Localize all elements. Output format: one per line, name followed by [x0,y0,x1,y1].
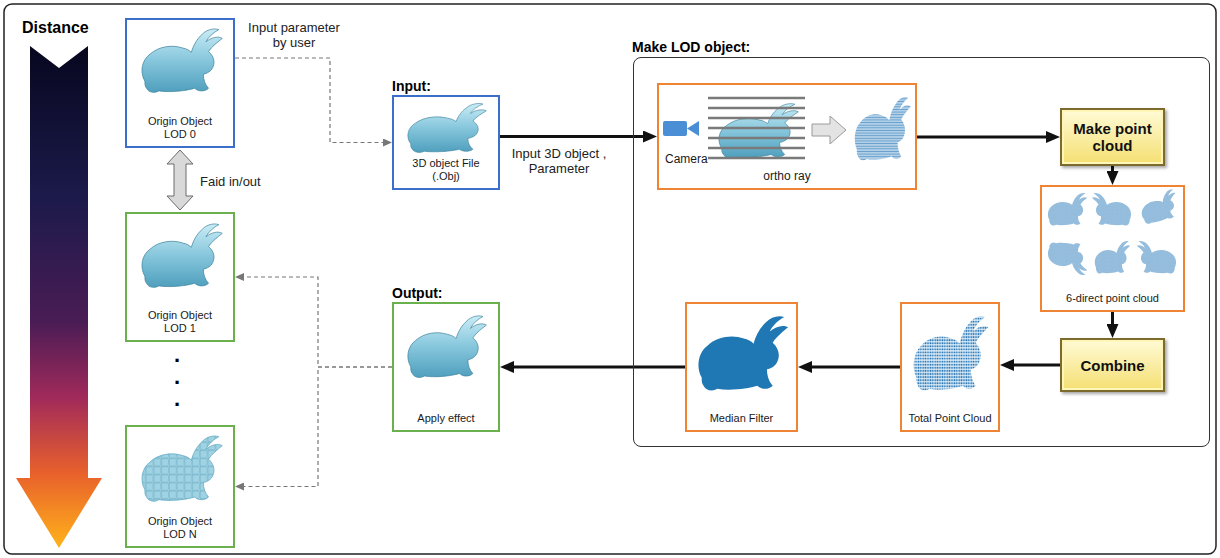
edge-label: Faid in/out [198,174,263,189]
box-label: Combine [1080,357,1144,374]
box-label: 6-direct point cloud [1066,292,1159,305]
ortho-ray-box: Camera ortho ray [657,83,917,190]
voxel-bunny [142,436,222,501]
outer-frame [4,4,1216,554]
flow-arrow [500,135,643,138]
edge-label: Input 3D object , Parameter [503,146,615,176]
point-cloud-box: Total Point Cloud [900,302,1000,432]
point-cloud-box: 6-direct point cloud [1040,185,1185,312]
bunny-figure [408,104,486,153]
box-label: Camera [665,152,708,166]
ellipsis-dot: . [174,390,180,408]
edge-label: Input parameter by user [244,20,344,50]
box-label: Origin Object LOD 1 [138,309,222,335]
process-step: Combine [1060,338,1165,392]
bunny-figure [142,29,222,92]
heading: Output: [392,285,443,301]
step-arrow [812,116,846,144]
ortho-ray-figure [663,97,911,160]
ellipsis-dot: . [174,346,180,364]
six-views [1048,189,1181,275]
filter-box: Median Filter [685,302,798,432]
flow-arrow [514,366,685,369]
filtered-figure [698,316,788,390]
group-panel: Make LOD object:Cameraortho rayMake poin… [633,57,1210,447]
box-label: Apply effect [417,412,474,425]
flow-arrow [1111,166,1114,171]
bunny-figure [142,224,222,287]
heading: Make LOD object: [632,39,750,55]
camera-icon [663,121,687,136]
lod-box: Origin Object LOD 0 [125,18,235,148]
box-label: Make point cloud [1072,120,1153,154]
output-box: Output:Apply effect [392,302,500,432]
ellipsis-dot: . [174,368,180,386]
lod-box: Origin Object LOD N [125,425,235,548]
distance-arrow [16,46,102,548]
dashed-arrow [244,277,392,367]
fade-arrow [167,150,193,210]
process-step: Make point cloud [1060,108,1165,166]
dashed-arrow [244,367,392,487]
flow-arrow [1111,312,1114,324]
camera-icon [687,121,699,136]
ray-lines [708,98,805,158]
input-box: Input:3D object File (.Obj) [392,95,500,190]
point-cloud-figure [914,316,989,390]
box-label: Median Filter [710,412,774,425]
heading: Input: [392,78,431,94]
flow-arrow [917,136,1046,139]
dashed-arrow [235,58,383,143]
box-label: Origin Object LOD 0 [138,115,222,141]
flow-arrow [1014,364,1060,367]
flow-arrow [812,366,900,369]
axis-label: Distance [22,18,89,38]
box-label: Total Point Cloud [908,412,991,425]
lod-box: Origin Object LOD 1 [125,212,235,342]
box-label: 3D object File (.Obj) [403,157,489,183]
point-cloud-figure [855,97,911,160]
bunny-figure [719,104,798,158]
box-label: Origin Object LOD N [138,515,222,541]
bunny-figure [408,316,486,378]
box-label: ortho ray [763,169,810,183]
